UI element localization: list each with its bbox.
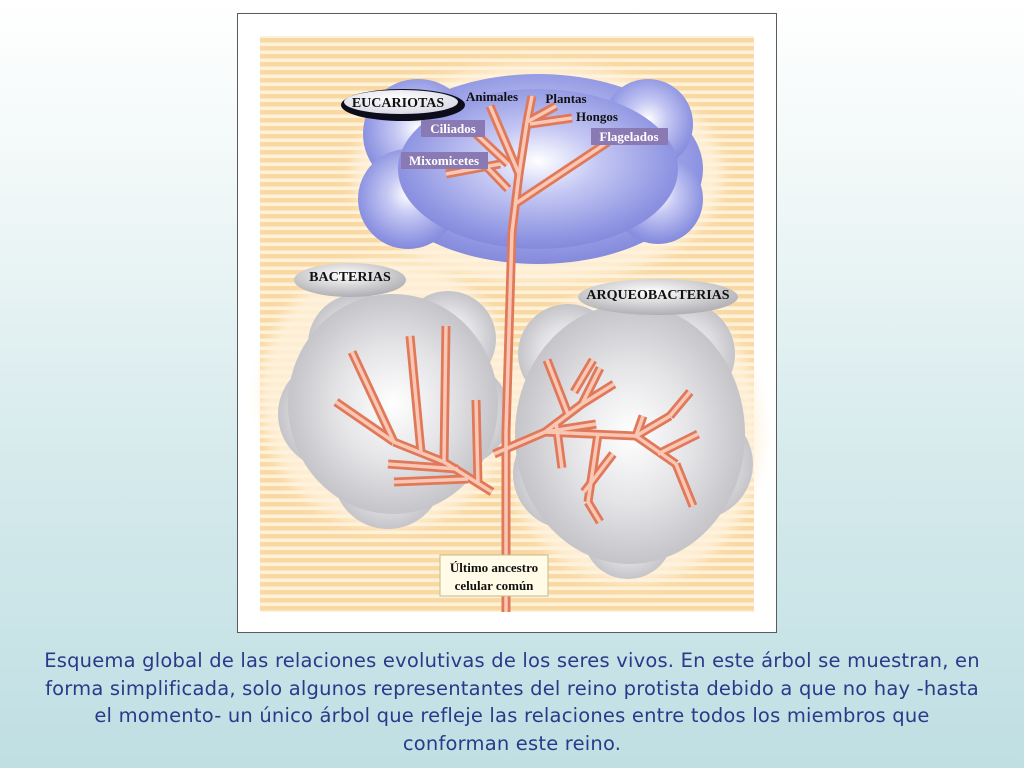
ancestor-line1: Último ancestro [450,560,538,575]
archaea-text: ARQUEOBACTERIAS [586,288,729,303]
eukaryotes-text: EUCARIOTAS [352,96,445,111]
branch-highlight [526,104,557,124]
bacteria-label: BACTERIAS [294,263,406,297]
taxon-slime-molds-tag: Mixomicetes [401,152,488,169]
taxon-plants: Plantas [545,91,586,106]
branch-highlight [514,140,609,206]
branch-highlight [493,430,546,456]
tree-of-life-figure: EUCARIOTAS BACTERIAS ARQUEOBACTERIAS Ani… [237,13,777,633]
tree-of-life-diagram: EUCARIOTAS BACTERIAS ARQUEOBACTERIAS Ani… [260,36,762,612]
branch-highlight [529,116,573,126]
branch-highlight [544,430,637,438]
bacteria-text: BACTERIAS [309,270,391,285]
taxon-flagellates-tag: Flagelados [591,128,668,145]
branch-highlight [543,402,584,434]
branch-highlight [442,325,448,463]
branch-highlight [554,421,564,469]
branch-highlight [472,130,510,166]
branch-highlight [635,414,671,438]
common-ancestor-label: Último ancestro celular común [439,554,549,597]
archaea-label: ARQUEOBACTERIAS [578,279,738,315]
branch-highlight [668,390,692,418]
branch-highlight [572,359,595,393]
branch-highlight [504,231,514,433]
taxon-ciliates: Ciliados [430,121,476,136]
branch-highlight [408,335,423,453]
ancestor-line2: celular común [455,578,535,593]
branch-highlight [674,463,695,507]
branch-highlight [525,95,534,123]
branch-highlight [488,105,521,175]
figure-caption: Esquema global de las relaciones evoluti… [44,649,980,755]
branch-highlight [586,433,600,503]
taxon-fungi: Hongos [576,109,618,124]
taxon-slime-molds: Mixomicetes [409,153,479,168]
branch-highlight [545,359,570,415]
branch-highlight [580,367,602,405]
branch-highlight [582,452,615,494]
branch-highlight [350,351,396,443]
branch-highlight [393,440,445,464]
taxon-ciliates-tag: Ciliados [421,120,485,137]
branch-highlight [586,501,602,523]
branch-highlight [393,477,469,484]
taxon-animals: Animales [466,89,518,104]
branch-highlight [517,121,529,175]
branch-highlight [657,432,699,456]
eukaryotes-label: EUCARIOTAS [341,89,465,121]
branch-highlight [634,434,678,466]
branch-highlight [581,382,615,406]
branch-highlight [474,399,480,485]
branch-highlight [335,400,395,444]
branch-highlight [634,415,645,437]
branch-highlight [387,462,459,471]
taxon-flagellates: Flagelados [599,129,658,144]
